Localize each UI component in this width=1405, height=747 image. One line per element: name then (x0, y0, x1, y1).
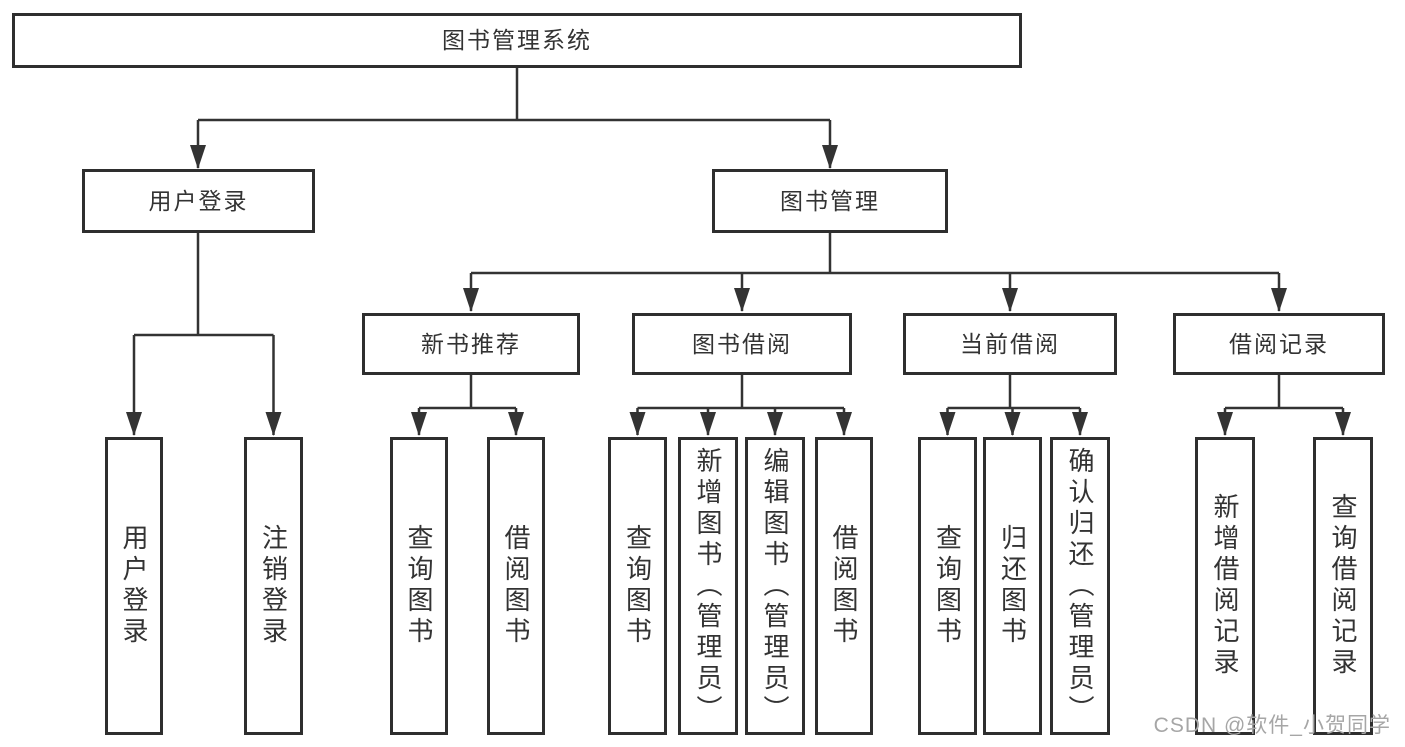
node-root: 图书管理系统 (12, 13, 1022, 68)
leaf-edit-book-admin: 编辑图书（管理员） (745, 437, 805, 735)
leaf-borrow-books-1: 借阅图书 (487, 437, 545, 735)
leaf-query-borrow-record: 查询借阅记录 (1313, 437, 1373, 735)
leaf-add-book-admin: 新增图书（管理员） (678, 437, 738, 735)
node-user-login: 用户登录 (82, 169, 315, 233)
leaf-query-books-2: 查询图书 (608, 437, 667, 735)
leaf-query-books-3: 查询图书 (918, 437, 977, 735)
leaf-add-borrow-record: 新增借阅记录 (1195, 437, 1255, 735)
node-book-management: 图书管理 (712, 169, 948, 233)
node-current-borrow: 当前借阅 (903, 313, 1117, 375)
leaf-borrow-books-2: 借阅图书 (815, 437, 873, 735)
csdn-watermark: CSDN @软件_小贺同学 (1153, 714, 1391, 737)
leaf-confirm-return-admin: 确认归还（管理员） (1050, 437, 1110, 735)
node-new-book-recommend: 新书推荐 (362, 313, 580, 375)
leaf-user-login: 用户登录 (105, 437, 163, 735)
leaf-query-books-1: 查询图书 (390, 437, 448, 735)
leaf-logout: 注销登录 (244, 437, 303, 735)
leaf-return-books: 归还图书 (983, 437, 1042, 735)
node-book-borrow: 图书借阅 (632, 313, 852, 375)
node-borrow-records: 借阅记录 (1173, 313, 1385, 375)
